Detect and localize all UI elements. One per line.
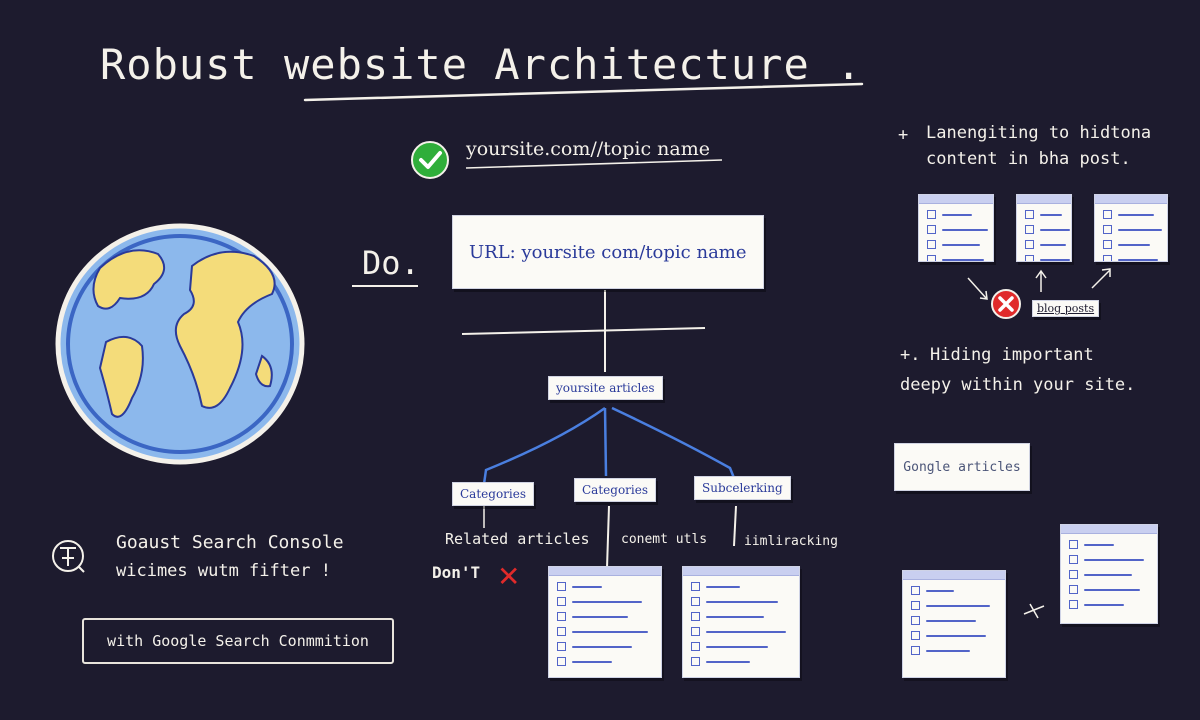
blog-posts-label: blog posts bbox=[1032, 300, 1100, 317]
page-thumbnail bbox=[682, 566, 800, 678]
dont-x-icon: ✕ bbox=[497, 560, 521, 593]
note-linking-line-2: content in bha post. bbox=[926, 149, 1131, 169]
tree-leaf-content-urls: conemt utls bbox=[621, 532, 708, 547]
tree-leaf-related-articles: Related articles bbox=[445, 530, 590, 548]
google-search-console-box: with Google Search Conmmition bbox=[82, 618, 394, 664]
page-thumbnail bbox=[1016, 194, 1072, 262]
tree-root-node: yoursite articles bbox=[548, 376, 663, 400]
good-url-example: yoursite.com//topic name bbox=[466, 138, 710, 160]
page-thumbnail bbox=[548, 566, 662, 678]
page-thumbnail bbox=[1094, 194, 1168, 262]
error-x-icon bbox=[991, 289, 1021, 319]
note-linking-line-1: Lanengiting to hidtona bbox=[926, 123, 1152, 143]
google-articles-card: Gongle articles bbox=[894, 443, 1030, 491]
url-box: URL: yoursite com/topic name bbox=[452, 215, 764, 289]
tree-leaf-tracking: iimliracking bbox=[744, 534, 838, 549]
page-title: Robust website Architecture . bbox=[100, 40, 863, 89]
check-circle-icon bbox=[411, 141, 449, 179]
page-thumbnail bbox=[902, 570, 1006, 678]
page-thumbnail bbox=[1060, 524, 1158, 624]
note-plus-marker: + bbox=[898, 125, 909, 145]
dont-label: Don'T bbox=[432, 563, 481, 582]
tree-node-categories-1: Categories bbox=[452, 482, 534, 506]
note-hiding-line-1: Hiding important bbox=[930, 345, 1094, 365]
note-marker-2: +. bbox=[900, 345, 921, 365]
console-note-line-1: Goaust Search Console bbox=[116, 532, 344, 553]
page-thumbnail bbox=[918, 194, 994, 262]
tree-node-subcategory: Subcelerking bbox=[694, 476, 791, 500]
do-label: Do. bbox=[362, 244, 420, 282]
console-icon bbox=[52, 540, 85, 573]
console-note-line-2: wicimes wutm fifter ! bbox=[116, 561, 331, 581]
note-hiding-line-2: deepy within your site. bbox=[900, 375, 1136, 395]
tree-node-categories-2: Categories bbox=[574, 478, 656, 502]
globe-icon bbox=[55, 223, 305, 465]
